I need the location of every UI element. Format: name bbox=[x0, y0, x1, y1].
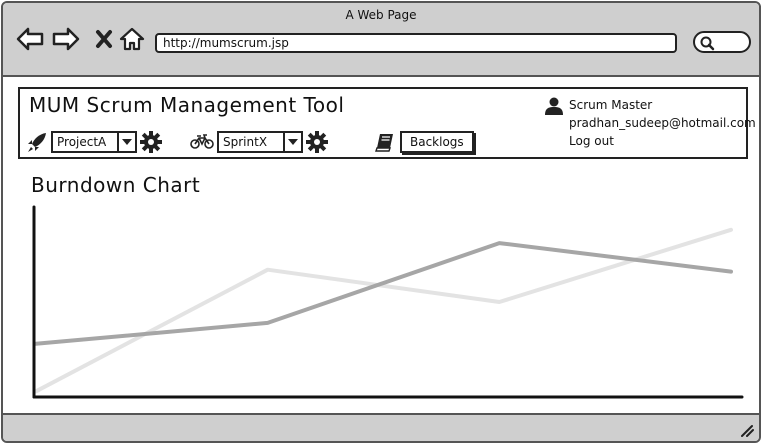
bicycle-icon bbox=[190, 134, 214, 149]
chevron-down-icon[interactable] bbox=[117, 133, 135, 151]
app-header: MUM Scrum Management Tool ProjectA bbox=[18, 87, 756, 159]
chart-series-line bbox=[34, 227, 733, 394]
url-bar[interactable]: http://mumscrum.jsp bbox=[155, 33, 677, 53]
back-arrow-icon[interactable] bbox=[15, 25, 45, 53]
backlogs-control: Backlogs bbox=[375, 131, 474, 153]
search-field[interactable] bbox=[693, 31, 751, 53]
window-title: A Web Page bbox=[345, 8, 417, 22]
sprint-settings-gear-icon[interactable] bbox=[306, 131, 328, 153]
project-control: ProjectA bbox=[26, 131, 162, 153]
user-icon bbox=[545, 97, 563, 115]
home-icon[interactable] bbox=[117, 25, 147, 53]
project-select[interactable]: ProjectA bbox=[51, 131, 137, 153]
user-role: Scrum Master bbox=[569, 98, 653, 113]
project-settings-gear-icon[interactable] bbox=[140, 131, 162, 153]
logout-link[interactable]: Log out bbox=[569, 133, 614, 148]
chevron-down-icon[interactable] bbox=[283, 133, 301, 151]
browser-chrome: A Web Page http://mumscrum.jsp bbox=[3, 3, 759, 77]
rocket-icon bbox=[28, 133, 46, 152]
backlogs-button[interactable]: Backlogs bbox=[400, 131, 474, 153]
forward-arrow-icon[interactable] bbox=[51, 25, 81, 53]
chart-title: Burndown Chart bbox=[31, 173, 201, 197]
resize-grip-icon[interactable] bbox=[739, 423, 755, 437]
user-info: Scrum Master pradhan_sudeep@hotmail.com … bbox=[545, 97, 756, 150]
close-x-icon[interactable] bbox=[89, 25, 119, 53]
sprint-select[interactable]: SprintX bbox=[217, 131, 303, 153]
burndown-chart bbox=[32, 205, 744, 399]
status-bar bbox=[3, 413, 759, 441]
book-icon bbox=[375, 134, 393, 152]
project-select-value: ProjectA bbox=[57, 135, 107, 149]
app-title: MUM Scrum Management Tool bbox=[29, 93, 345, 117]
chart-series-line bbox=[34, 241, 733, 346]
user-email: pradhan_sudeep@hotmail.com bbox=[569, 116, 756, 130]
sprint-control: SprintX bbox=[190, 131, 328, 153]
sprint-select-value: SprintX bbox=[223, 135, 268, 149]
search-icon bbox=[700, 36, 715, 51]
